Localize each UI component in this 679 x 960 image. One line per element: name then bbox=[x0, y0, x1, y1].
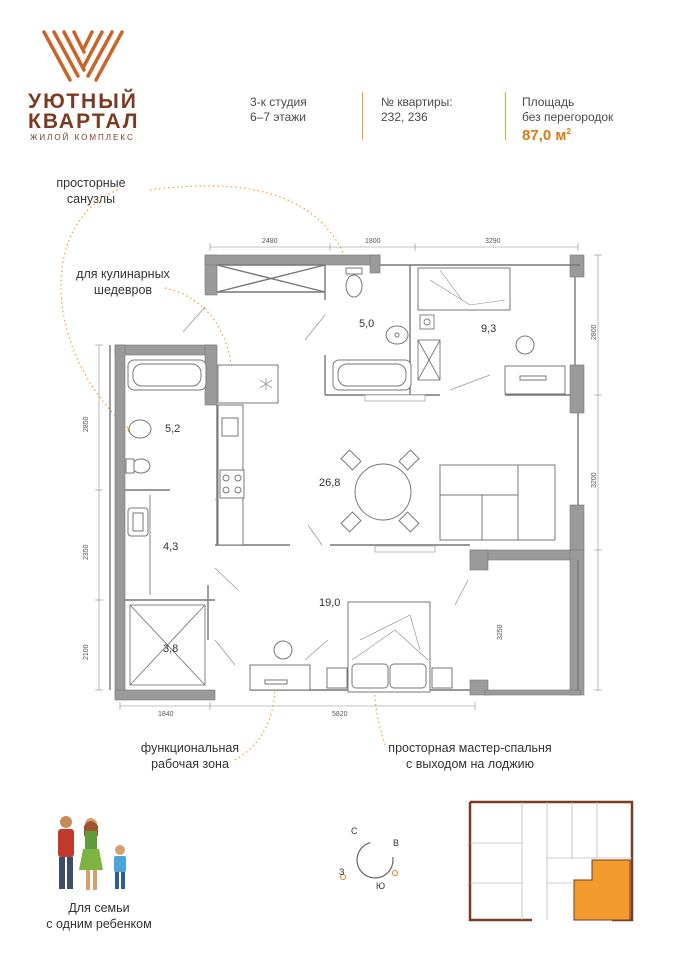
brand-name-line2: КВАРТАЛ bbox=[28, 110, 140, 133]
apartment-numbers-value: 232, 236 bbox=[381, 110, 428, 124]
area-label: Площадь bbox=[522, 95, 575, 109]
brand-name-line1: УЮТНЫЙ bbox=[28, 90, 138, 113]
compass-south: Ю bbox=[376, 881, 386, 891]
room-area-laundry: 4,3 bbox=[163, 541, 179, 553]
floors-label: 6–7 этажи bbox=[250, 110, 306, 124]
room-area-bath-top: 5,0 bbox=[359, 318, 375, 330]
dimension-bottom-1: 1840 bbox=[158, 711, 174, 718]
separator bbox=[362, 92, 363, 140]
dimension-left-1: 2850 bbox=[83, 416, 90, 432]
area-value: 87,0 м2 bbox=[522, 127, 571, 144]
compass-north: С bbox=[351, 826, 358, 836]
apartment-numbers-label: № квартиры: bbox=[381, 95, 453, 109]
dimension-right-1: 2800 bbox=[591, 324, 598, 340]
room-area-bedroom-top: 9,3 bbox=[481, 323, 497, 335]
brand-subtitle: ЖИЛОЙ КОМПЛЕКС bbox=[30, 133, 135, 142]
room-area-living: 26,8 bbox=[319, 477, 341, 489]
room-area-storage: 3,8 bbox=[163, 643, 179, 655]
apartment-numbers: № квартиры: 232, 236 bbox=[381, 95, 453, 125]
dimension-right-2: 3200 bbox=[591, 472, 598, 488]
family-label-line2: с одним ребенком bbox=[46, 917, 152, 931]
family-label: Для семьи с одним ребенком bbox=[34, 900, 164, 932]
dimension-top-2: 1800 bbox=[365, 238, 381, 245]
area-label-2: без перегородок bbox=[522, 110, 614, 124]
family-icon bbox=[58, 816, 126, 890]
compass-east: В bbox=[393, 838, 400, 848]
apartment-type-label: 3-к студия bbox=[250, 95, 307, 109]
room-area-master-bedroom: 19,0 bbox=[319, 597, 341, 609]
room-area-bath-left: 5,2 bbox=[165, 423, 181, 435]
compass-west: З bbox=[339, 867, 345, 877]
brand-logo bbox=[42, 30, 124, 82]
separator bbox=[505, 92, 506, 140]
dimension-bottom-2: 5820 bbox=[332, 711, 348, 718]
dimension-right-3: 3250 bbox=[497, 624, 504, 640]
area-info: Площадь без перегородок bbox=[522, 95, 613, 125]
compass-icon bbox=[340, 841, 398, 880]
dimension-left-3: 2100 bbox=[83, 644, 90, 660]
family-label-line1: Для семьи bbox=[68, 901, 130, 915]
dimension-left-2: 2350 bbox=[83, 544, 90, 560]
floor-key-plan bbox=[468, 800, 634, 922]
dimension-top-1: 2480 bbox=[262, 238, 278, 245]
apartment-type: 3-к студия 6–7 этажи bbox=[250, 95, 307, 125]
dimension-top-3: 3290 bbox=[485, 238, 501, 245]
